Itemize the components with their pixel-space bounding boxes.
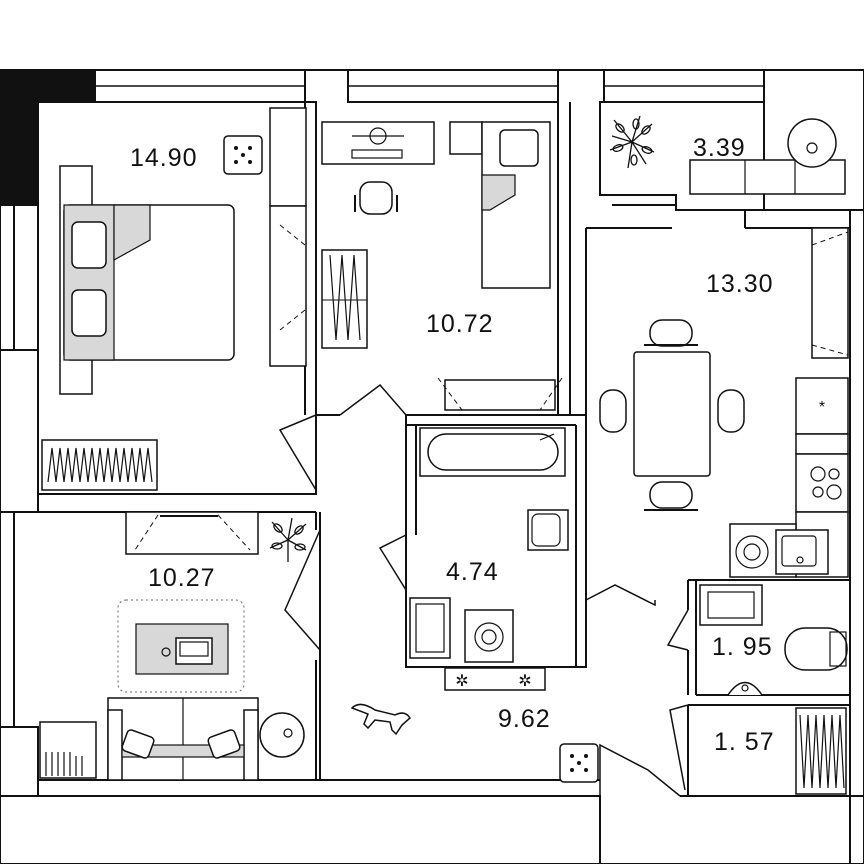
area-bedroom-3: 10.27 [148, 564, 216, 592]
area-bedroom-2: 10.72 [426, 310, 494, 338]
area-kitchen-living: 13.30 [706, 270, 774, 298]
bathroom-furniture: ✲ ✲ [409, 427, 569, 691]
area-bedroom-1: 14.90 [130, 144, 198, 172]
area-storage: 1. 57 [714, 728, 775, 756]
area-toilet: 1. 95 [712, 633, 773, 661]
bedroom-3-furniture [39, 511, 307, 781]
area-hallway: 9.62 [498, 705, 551, 733]
balcony-furniture [609, 115, 846, 195]
svg-text:*: * [819, 399, 825, 416]
area-labels: 14.90 10.72 3.39 13.30 4.74 10.27 1. 95 … [130, 134, 775, 756]
kitchen-furniture: * [599, 227, 849, 578]
svg-text:✲: ✲ [518, 673, 531, 690]
doors [278, 383, 689, 797]
hallway-furniture [350, 703, 599, 783]
area-balcony: 3.39 [693, 134, 746, 162]
toilet-storage-furniture [699, 584, 848, 795]
svg-text:✲: ✲ [455, 673, 468, 690]
area-bathroom: 4.74 [446, 558, 499, 586]
bedroom-1-furniture [41, 107, 307, 491]
bedroom-2-furniture [321, 121, 563, 411]
